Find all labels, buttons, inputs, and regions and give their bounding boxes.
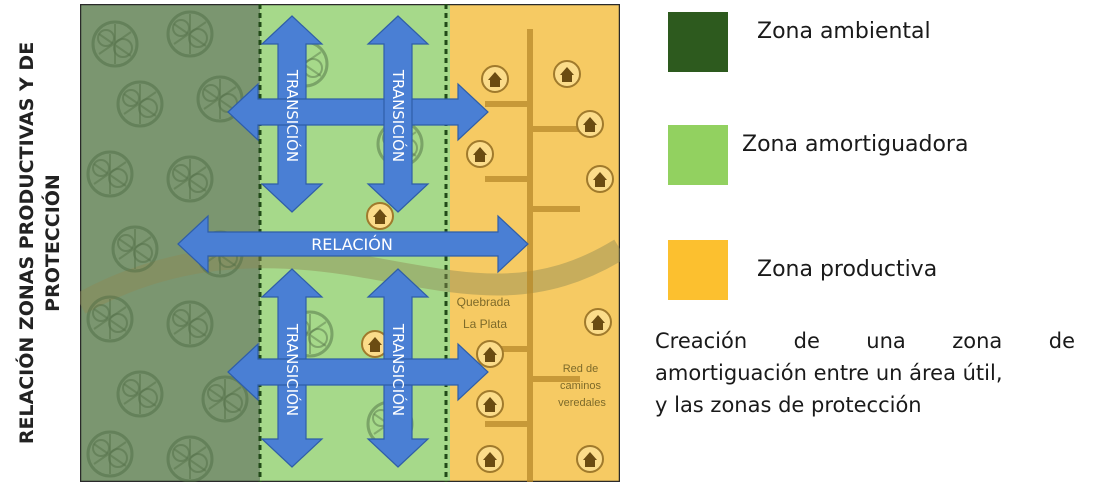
stream (80, 239, 620, 314)
horizontal-arrow-bottom (227, 342, 489, 402)
transition-arrows (177, 15, 529, 468)
vertical-arrow-top-right (366, 15, 430, 213)
caption-line-2: amortiguación entre un área útil, (655, 361, 1003, 385)
caption-line-1: Creación de una zona de (655, 329, 1075, 353)
relation-arrow (177, 214, 529, 274)
transition-label-4: TRANSICIÓN (389, 323, 408, 416)
caption: Creación de una zona de amortiguación en… (655, 325, 1075, 421)
legend-label-ambiental: Zona ambiental (757, 19, 931, 44)
transition-label-1: TRANSICIÓN (283, 69, 302, 162)
transition-label-3: TRANSICIÓN (283, 323, 302, 416)
rural-roads (485, 29, 580, 482)
stream-label: Quebrada La Plata (457, 295, 514, 331)
side-title-line-1: RELACIÓN ZONAS PRODUCTIVAS Y DE (16, 41, 39, 445)
legend-swatch-ambiental (668, 12, 728, 72)
relation-label: RELACIÓN (311, 235, 393, 254)
legend-label-amortiguadora: Zona amortiguadora (742, 132, 969, 157)
side-title: RELACIÓN ZONAS PRODUCTIVAS Y DE PROTECCI… (2, 0, 78, 486)
transition-label-2: TRANSICIÓN (389, 69, 408, 162)
legend-swatch-amortiguadora (668, 125, 728, 185)
roads-label: Red de caminos veredales (558, 363, 606, 409)
horizontal-arrow-top (227, 82, 489, 142)
side-title-line-2: PROTECCIÓN (42, 174, 65, 312)
zones-diagram: Quebrada La Plata Red de caminos veredal… (80, 4, 620, 482)
caption-line-3: y las zonas de protección (655, 393, 922, 417)
legend-swatch-productiva (668, 240, 728, 300)
legend-label-productiva: Zona productiva (757, 257, 938, 282)
